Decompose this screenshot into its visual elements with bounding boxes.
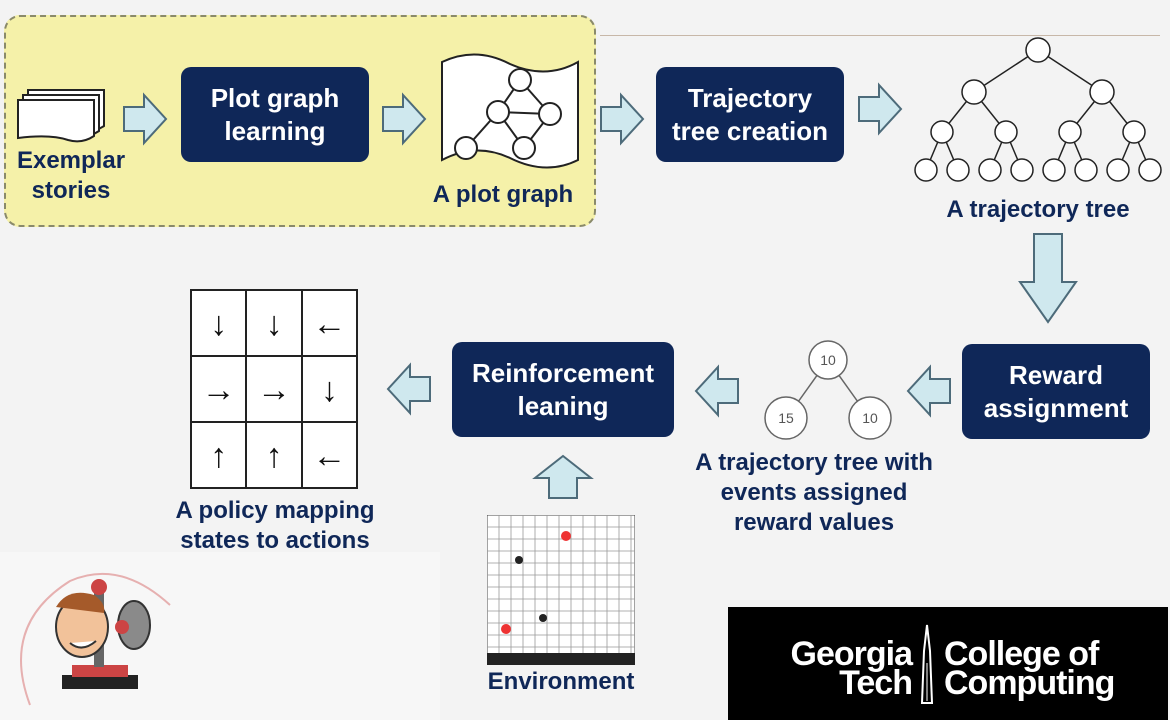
policy-arrow-8: ↑ — [266, 437, 283, 475]
tech-tower-icon — [920, 624, 934, 704]
policy-arrow-4: → — [202, 371, 236, 409]
arrow-left-icon — [906, 364, 951, 418]
reward-value-root: 10 — [820, 352, 836, 368]
trajectory-tree-label: A trajectory tree — [946, 196, 1130, 223]
plot-graph-label: A plot graph — [432, 181, 574, 208]
stacked-documents-icon — [17, 89, 105, 143]
policy-arrow-6: ↓ — [321, 371, 338, 409]
logo-georgia-text: Georgia — [790, 635, 913, 673]
reward-value-right: 10 — [862, 410, 878, 426]
arrow-up-icon — [532, 454, 594, 499]
exemplar-stories-label: Exemplar stories — [16, 147, 126, 204]
policy-arrow-9: ← — [312, 437, 346, 475]
reward-value-left: 15 — [778, 410, 794, 426]
policy-arrow-7: ↑ — [210, 437, 227, 475]
trajectory-tree-illustration — [914, 37, 1162, 182]
environment-grid-world — [487, 515, 635, 665]
arrow-right-icon — [600, 92, 645, 146]
logo-computing-text: Computing — [944, 664, 1115, 702]
policy-arrow-1: ↓ — [210, 305, 227, 343]
top-divider-line — [600, 35, 1160, 36]
policy-arrow-5: → — [257, 371, 291, 409]
reward-tree-label: A trajectory tree with events assigned r… — [695, 449, 933, 536]
logo-college-of-text: College of — [944, 635, 1099, 673]
arrow-right-icon — [382, 92, 427, 146]
arrow-left-icon — [386, 362, 431, 416]
policy-grid: ↓ ↓ ← → → ↓ ↑ ↑ ← — [190, 289, 358, 494]
georgia-tech-college-of-computing-logo: Georgia Tech College of Computing — [728, 607, 1168, 720]
arrow-down-icon — [1018, 233, 1078, 324]
grid-agent-icon — [515, 556, 523, 564]
environment-label: Environment — [487, 668, 635, 695]
policy-arrow-2: ↓ — [266, 305, 283, 343]
arrow-right-icon — [123, 92, 168, 146]
reward-tree-illustration: 10 15 10 — [764, 340, 892, 440]
plot-graph-learning-box: Plot graph learning — [181, 67, 369, 162]
robot-mascot-icon — [20, 572, 171, 706]
policy-arrow-3: ← — [312, 305, 346, 343]
arrow-right-icon — [858, 82, 903, 136]
reinforcement-learning-box: Reinforcement leaning — [452, 342, 674, 437]
grid-agent-icon — [539, 614, 547, 622]
policy-label: A policy mapping states to actions — [175, 497, 375, 554]
logo-tech-text: Tech — [839, 664, 913, 702]
grid-marker-icon — [501, 624, 511, 634]
trajectory-tree-creation-box: Trajectory tree creation — [656, 67, 844, 162]
arrow-left-icon — [694, 364, 739, 418]
grid-marker-icon — [561, 531, 571, 541]
reward-assignment-box: Reward assignment — [962, 344, 1150, 439]
plot-graph-illustration — [441, 53, 579, 169]
